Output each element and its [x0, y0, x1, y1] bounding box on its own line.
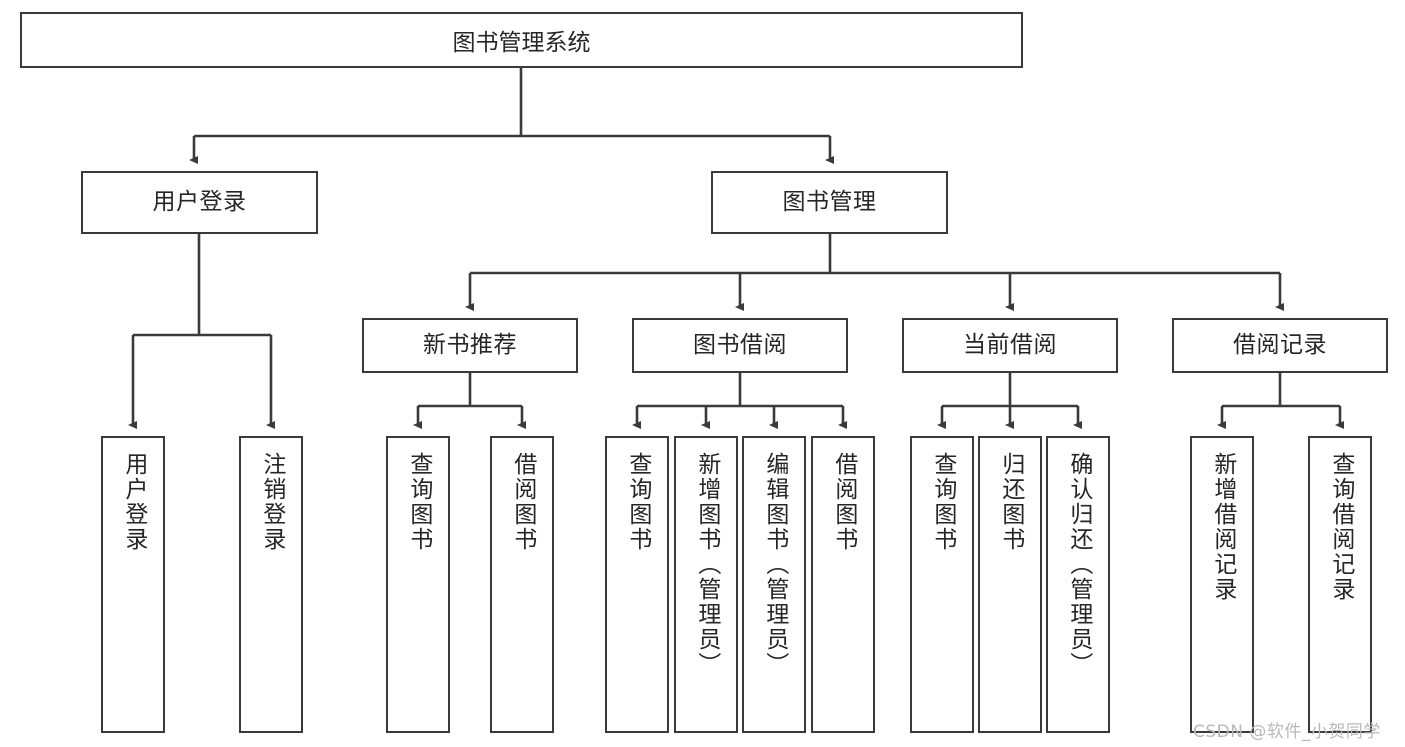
- node-book-manage-label: 图书管理: [782, 189, 877, 216]
- node-book-manage[interactable]: 图书管理: [711, 171, 948, 234]
- node-leaf-query-book-3-label: 查询图书: [929, 452, 956, 552]
- node-leaf-user-logout[interactable]: 注销登录: [239, 436, 303, 733]
- node-book-borrow-label: 图书借阅: [693, 332, 787, 359]
- node-leaf-query-book-3[interactable]: 查询图书: [910, 436, 974, 733]
- node-leaf-return-book-label: 归还图书: [997, 452, 1024, 552]
- node-leaf-query-record[interactable]: 查询借阅记录: [1308, 436, 1372, 733]
- node-leaf-user-login-label: 用户登录: [120, 452, 147, 552]
- node-borrow-record[interactable]: 借阅记录: [1172, 318, 1388, 373]
- node-leaf-borrow-book-2[interactable]: 借阅图书: [811, 436, 875, 733]
- node-new-book-rec-label: 新书推荐: [423, 332, 517, 359]
- node-leaf-edit-book-label: 编辑图书（管理员）: [761, 452, 788, 677]
- node-current-borrow[interactable]: 当前借阅: [902, 318, 1118, 373]
- node-leaf-borrow-book-2-label: 借阅图书: [830, 452, 857, 552]
- node-leaf-query-book-2-label: 查询图书: [624, 452, 651, 552]
- csdn-watermark: CSDN @软件_小贺同学: [1193, 722, 1381, 742]
- node-user-login[interactable]: 用户登录: [81, 171, 318, 234]
- node-leaf-confirm-return-label: 确认归还（管理员）: [1065, 452, 1092, 677]
- node-leaf-edit-book[interactable]: 编辑图书（管理员）: [742, 436, 806, 733]
- node-current-borrow-label: 当前借阅: [963, 332, 1057, 359]
- node-leaf-query-record-label: 查询借阅记录: [1327, 452, 1354, 602]
- node-leaf-add-record-label: 新增借阅记录: [1209, 452, 1236, 602]
- node-root[interactable]: 图书管理系统: [20, 12, 1023, 68]
- node-book-borrow[interactable]: 图书借阅: [632, 318, 848, 373]
- node-leaf-return-book[interactable]: 归还图书: [978, 436, 1042, 733]
- node-leaf-query-book-1-label: 查询图书: [405, 452, 432, 552]
- node-leaf-add-book[interactable]: 新增图书（管理员）: [674, 436, 738, 733]
- node-borrow-record-label: 借阅记录: [1233, 332, 1327, 359]
- node-user-login-label: 用户登录: [152, 189, 247, 216]
- node-leaf-query-book-1[interactable]: 查询图书: [386, 436, 450, 733]
- node-leaf-add-book-label: 新增图书（管理员）: [693, 452, 720, 677]
- node-leaf-add-record[interactable]: 新增借阅记录: [1190, 436, 1254, 733]
- node-leaf-user-login[interactable]: 用户登录: [101, 436, 165, 733]
- node-leaf-borrow-book-1[interactable]: 借阅图书: [490, 436, 554, 733]
- node-leaf-confirm-return[interactable]: 确认归还（管理员）: [1046, 436, 1110, 733]
- node-root-label: 图书管理系统: [452, 30, 591, 56]
- node-leaf-query-book-2[interactable]: 查询图书: [605, 436, 669, 733]
- node-leaf-borrow-book-1-label: 借阅图书: [509, 452, 536, 552]
- node-leaf-user-logout-label: 注销登录: [258, 452, 285, 552]
- node-new-book-rec[interactable]: 新书推荐: [362, 318, 578, 373]
